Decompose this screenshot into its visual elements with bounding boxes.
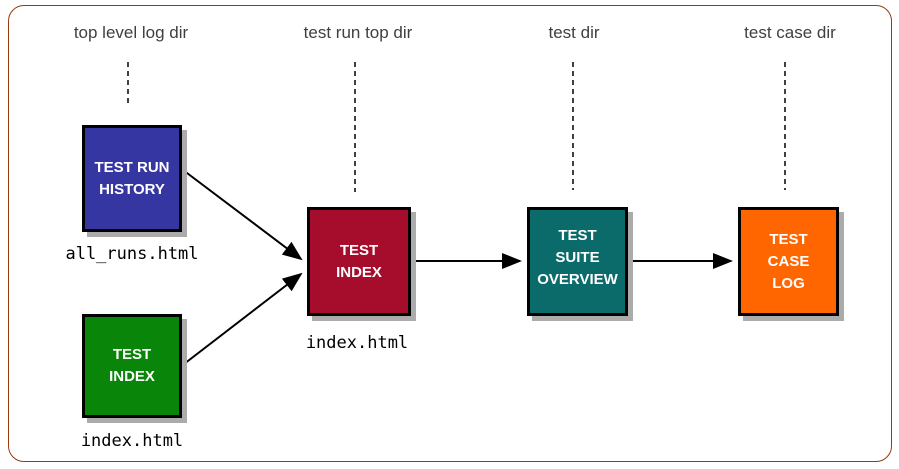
node-test-case-log: TEST CASE LOG	[738, 207, 839, 316]
column-header-test-run-top-dir: test run top dir	[303, 23, 413, 42]
node-label-line: INDEX	[336, 263, 382, 281]
column-header-test-case-dir: test case dir	[744, 23, 836, 42]
node-label-line: OVERVIEW	[537, 270, 618, 288]
file-label-all-runs-html: all_runs.html	[65, 244, 199, 264]
node-label-line: SUITE	[555, 248, 600, 266]
node-label-line: INDEX	[109, 368, 155, 385]
file-label-index-html-top-level: index.html	[80, 431, 184, 451]
file-label-index-html-run: index.html	[305, 333, 409, 353]
node-test-index-run: TEST INDEX	[307, 207, 411, 316]
node-label-line: LOG	[772, 274, 805, 292]
node-label-line: TEST	[339, 241, 379, 259]
column-header-test-dir: test dir	[548, 23, 600, 42]
node-label-line: TEST	[112, 346, 152, 363]
node-label-line: TEST RUN	[94, 158, 170, 176]
node-label-line: TEST	[558, 226, 597, 244]
node-label-line: TEST	[769, 230, 808, 248]
node-test-suite-overview: TEST SUITE OVERVIEW	[527, 207, 628, 316]
node-label-line: CASE	[767, 252, 810, 270]
node-test-run-history: TEST RUN HISTORY	[82, 125, 182, 232]
column-header-top-level-log-dir: top level log dir	[73, 23, 189, 42]
node-test-index-top-level: TEST INDEX	[82, 314, 182, 418]
node-label-line: HISTORY	[99, 180, 165, 198]
